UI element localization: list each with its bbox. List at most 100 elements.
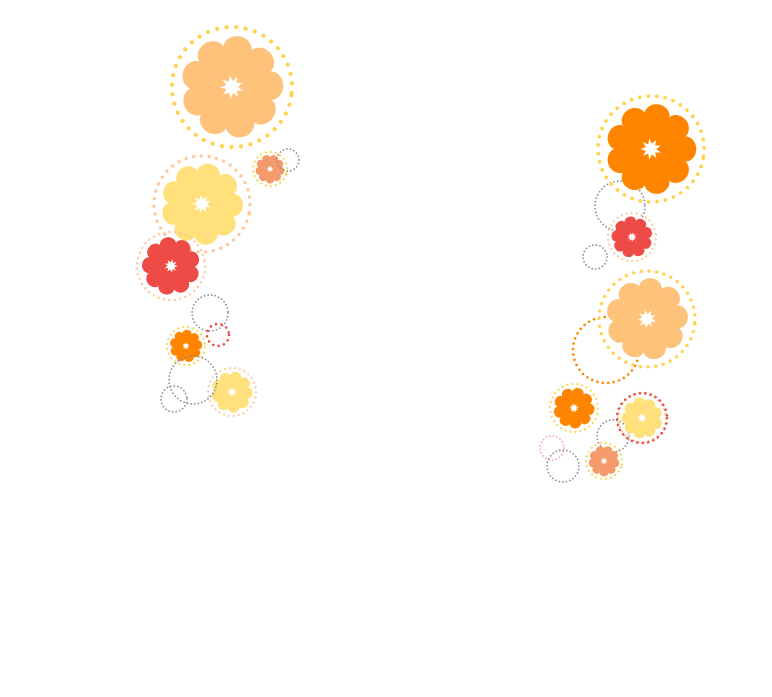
citrus-slice-peach	[597, 269, 697, 369]
citrus-slice-red-segment	[634, 227, 652, 239]
citrus-slice-red-segment	[174, 265, 199, 283]
dotted-ring-gray	[191, 294, 229, 332]
citrus-slice-salmon-segment	[588, 458, 603, 468]
citrus-slice-peach-segment	[199, 92, 231, 135]
citrus-slice-salmon-segment	[605, 458, 620, 468]
citrus-slice-yellow-segment	[644, 407, 662, 419]
citrus-slice-orange-segment	[644, 104, 670, 144]
citrus-slice-salmon-segment	[259, 170, 269, 182]
right-cluster	[539, 94, 706, 483]
citrus-slice-orange	[548, 382, 600, 434]
citrus-slice-salmon-rind-dots	[251, 150, 289, 188]
citrus-slice-yellow	[206, 366, 258, 418]
dotted-ring-pink	[539, 435, 565, 461]
citrus-slice-yellow-segment	[234, 377, 250, 391]
citrus-slice-orange-segment	[576, 393, 592, 407]
citrus-slice-orange-segment	[170, 338, 185, 348]
citrus-slice-red-segment	[634, 236, 652, 249]
citrus-slice-peach-segment	[197, 41, 230, 82]
citrus-slice-orange-segment	[176, 347, 186, 362]
citrus-slice-salmon-segment	[255, 166, 269, 175]
citrus-slice-peach-segment	[183, 85, 227, 116]
citrus-slice-red-segment	[172, 240, 191, 264]
citrus-slice-orange-segment	[621, 153, 650, 191]
citrus-slice-salmon-segment	[262, 155, 271, 168]
citrus-slice-yellow-segment	[624, 402, 641, 417]
citrus-slice-yellow-segment	[212, 390, 230, 402]
citrus-slice-orange-segment	[655, 152, 689, 183]
citrus-slice-orange-segment	[174, 331, 186, 345]
citrus-slice-yellow-segment	[642, 420, 656, 437]
citrus-slice-red-rind-dots	[135, 230, 207, 302]
citrus-slice-yellow-segment	[633, 397, 646, 416]
citrus-slice-salmon-segment	[256, 159, 269, 169]
citrus-slice-peach-segment	[622, 323, 647, 358]
citrus-slice-yellow-rind-dots	[206, 366, 258, 418]
citrus-slice-red-segment	[174, 251, 200, 268]
citrus-slice-peach-segment	[618, 282, 645, 315]
citrus-slice-salmon-segment	[605, 451, 618, 461]
citrus-slice-red-segment	[171, 269, 190, 293]
citrus-slice-red-rind-dots	[606, 211, 658, 263]
citrus-slice-salmon	[251, 150, 289, 188]
citrus-slice-salmon-segment	[271, 159, 284, 169]
citrus-slice-peach-segment	[607, 299, 643, 323]
citrus-slice-yellow-segment	[163, 181, 198, 206]
citrus-slice-red-segment	[632, 239, 645, 257]
citrus-slice-red-segment	[614, 238, 630, 252]
citrus-slice-red-segment	[622, 239, 635, 258]
citrus-slice-salmon-segment	[590, 451, 603, 461]
citrus-slice-orange-segment	[561, 388, 574, 406]
citrus-slice-red-segment	[159, 237, 177, 263]
citrus-slice-yellow-segment	[219, 372, 232, 390]
citrus-slice-peach-segment	[608, 318, 643, 343]
citrus-slice-orange-segment	[621, 107, 650, 145]
citrus-slice-yellow-segment	[176, 166, 202, 200]
citrus-slice-orange-segment	[553, 406, 572, 418]
citrus-slice-yellow-segment	[194, 208, 218, 245]
citrus-slice-orange	[165, 325, 207, 367]
dotted-ring-gray	[276, 148, 300, 172]
citrus-slice-red-segment	[615, 220, 631, 236]
citrus-slice-yellow-segment	[217, 394, 231, 411]
citrus-slice-yellow	[616, 392, 668, 444]
citrus-slice-orange-segment	[644, 154, 670, 194]
dotted-ring-red	[615, 391, 669, 445]
citrus-slice-orange-segment	[572, 387, 584, 406]
citrus-slice-salmon-segment	[269, 155, 278, 168]
dotted-ring-gray	[160, 385, 188, 413]
citrus-slice-red	[135, 230, 207, 302]
dotted-ring-gray	[168, 355, 218, 405]
citrus-slice-red-segment	[611, 230, 630, 242]
citrus-slice-peach-rind-dots	[169, 24, 295, 150]
citrus-slice-orange-rind-dots	[165, 325, 207, 367]
citrus-slice-peach-rind-dots	[597, 269, 697, 369]
citrus-slice-salmon	[584, 441, 624, 481]
citrus-slice-peach-segment	[642, 323, 666, 360]
citrus-slice-red-segment	[147, 243, 169, 264]
citrus-slice-peach-segment	[222, 36, 252, 81]
citrus-slice-yellow-segment	[642, 399, 656, 416]
citrus-slice-peach-segment	[651, 321, 683, 349]
citrus-slice-red	[606, 211, 658, 263]
citrus-slice-yellow-rind-dots	[152, 154, 252, 254]
citrus-slice-orange-segment	[559, 410, 573, 426]
citrus-slice-orange	[596, 94, 706, 204]
citrus-slice-salmon-rind-dots	[584, 441, 624, 481]
citrus-slice-yellow-segment	[234, 387, 253, 399]
citrus-slice-orange-rind-dots	[596, 94, 706, 204]
citrus-slice-orange-segment	[576, 403, 595, 416]
citrus-slice-red-segment	[158, 269, 175, 295]
citrus-slice-red-segment	[633, 218, 647, 235]
citrus-slice-salmon-segment	[595, 446, 605, 460]
dotted-ring-gray	[582, 244, 608, 270]
dotted-ring-gray	[546, 449, 580, 483]
citrus-slice-yellow-segment	[633, 420, 646, 439]
citrus-slice-yellow-rind-dots	[616, 392, 668, 444]
citrus-slice-salmon-segment	[603, 446, 613, 460]
citrus-slice-peach-segment	[225, 93, 255, 138]
citrus-slice-yellow-segment	[229, 371, 242, 390]
citrus-slice-orange-rind-dots	[548, 382, 600, 434]
